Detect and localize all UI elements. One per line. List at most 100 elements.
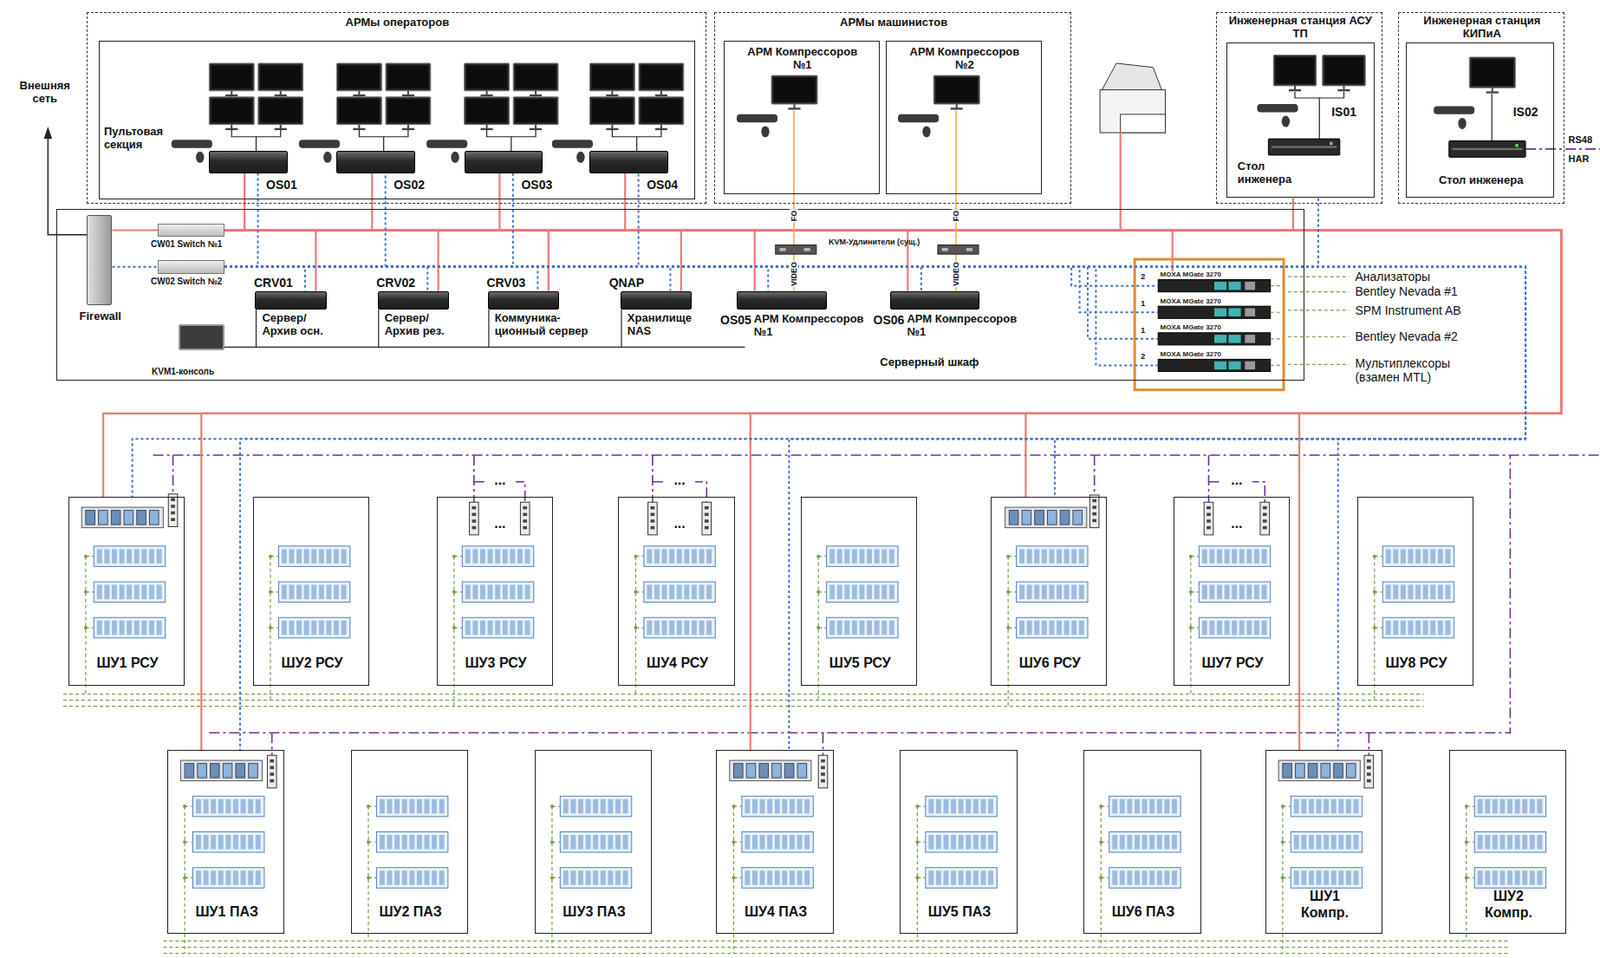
- io-slot: [97, 620, 103, 635]
- io-slot: [774, 799, 781, 814]
- io-slot: [1477, 870, 1483, 885]
- io-slot: [203, 834, 209, 849]
- node-label: KVM1-консоль: [151, 366, 254, 378]
- io-slot: [387, 870, 393, 885]
- io-slot: [318, 620, 325, 635]
- io-slot: [240, 870, 247, 885]
- monitor-stand: [357, 124, 360, 130]
- io-slot: [255, 870, 261, 885]
- comm-slot: [184, 763, 195, 778]
- io-slot: [247, 799, 254, 814]
- io-slot: [1400, 620, 1406, 635]
- monitor-screen: [1471, 58, 1514, 86]
- io-slot: [1415, 585, 1421, 599]
- gateway-body: [1157, 358, 1271, 371]
- io-slot: [1507, 799, 1513, 814]
- io-slot: [1529, 834, 1535, 849]
- connector: [224, 266, 670, 292]
- ground-wire: [84, 556, 86, 695]
- ground-dot: [633, 625, 638, 630]
- io-slot: [240, 834, 247, 849]
- io-slot: [141, 620, 147, 635]
- io-slot: [517, 585, 523, 599]
- monitor-stand: [1294, 85, 1296, 91]
- io-slot: [669, 585, 675, 599]
- node-label: АРМы машинистов: [715, 16, 1073, 30]
- io-slot: [752, 799, 758, 814]
- io-slot: [97, 585, 103, 599]
- ground-dot: [1099, 875, 1103, 879]
- io-slot: [1300, 870, 1307, 885]
- node-label: АРМ Компрессоров №1: [745, 45, 859, 72]
- ground-dot: [268, 625, 273, 630]
- mouse: [922, 125, 931, 137]
- io-slot: [1385, 548, 1392, 563]
- cabinet-box: ШУ6 РСУ: [990, 496, 1107, 686]
- io-slot: [699, 620, 705, 635]
- io-slot: [1423, 585, 1429, 599]
- io-slot: [1254, 620, 1260, 635]
- free-label: 1: [1140, 325, 1153, 335]
- io-slot: [233, 799, 239, 814]
- io-slot: [859, 585, 866, 599]
- monitor-screen: [773, 77, 815, 102]
- free-label: 2: [1140, 272, 1153, 281]
- connector: [224, 266, 768, 292]
- io-slot: [866, 585, 872, 599]
- io-slot: [1048, 620, 1054, 635]
- io-slot: [203, 870, 209, 885]
- io-slot: [592, 870, 599, 885]
- server-unit: OS04: [589, 150, 669, 174]
- io-slot: [570, 870, 576, 885]
- connector: [224, 229, 1561, 750]
- gateway-port: [1228, 308, 1241, 317]
- io-slot: [126, 548, 132, 563]
- io-slot: [225, 834, 231, 849]
- io-slot: [1164, 870, 1170, 885]
- io-slot: [1430, 585, 1436, 599]
- io-slot: [311, 548, 317, 563]
- panel-box: Пультовая секцияOS01OS02OS03OS04: [98, 40, 696, 199]
- io-slot: [1536, 870, 1542, 885]
- ground-wire: [1373, 556, 1375, 701]
- cabinet-box: ШУ2 РСУ: [253, 496, 370, 686]
- free-label: HAR: [1568, 153, 1600, 165]
- io-slot: [1209, 548, 1215, 563]
- comm-module: [1005, 507, 1087, 528]
- free-label: ...: [663, 515, 695, 532]
- io-slot: [1119, 834, 1126, 849]
- transceiver-port: [522, 526, 527, 530]
- ground-dot: [452, 625, 456, 630]
- ground-bus: [63, 693, 1424, 695]
- transceiver-port: [1206, 519, 1211, 523]
- io-slot: [1149, 834, 1155, 849]
- io-slot: [1408, 585, 1414, 599]
- cabinet-box: ШУ1 РСУ: [68, 496, 185, 686]
- node-label: OS02: [393, 177, 435, 192]
- io-slot: [646, 585, 652, 599]
- io-slot: [615, 799, 621, 814]
- ground-dot: [550, 875, 554, 879]
- transceiver-port: [269, 772, 274, 776]
- node-label: ШУ5 РСУ: [801, 655, 918, 671]
- io-slot: [1392, 620, 1399, 635]
- io-slot: [439, 799, 445, 814]
- lan-link: [112, 266, 159, 268]
- arrowhead: [44, 126, 53, 139]
- keyboard: [736, 114, 778, 123]
- io-slot: [281, 548, 287, 563]
- io-slot: [1071, 585, 1077, 599]
- monitor-screen: [466, 65, 508, 89]
- cabinet-box: ШУ5 РСУ: [800, 496, 918, 686]
- io-slot: [296, 585, 302, 599]
- io-slot: [394, 834, 400, 849]
- keyboard: [897, 114, 939, 123]
- io-slot: [781, 870, 787, 885]
- printer-paper: [1120, 114, 1166, 133]
- node-label: MOXA MGate 3270: [1160, 350, 1263, 358]
- io-slot: [1112, 799, 1118, 814]
- ground-wire: [551, 806, 553, 947]
- io-slot: [1353, 799, 1360, 814]
- io-rack: [461, 546, 534, 567]
- io-slot: [494, 585, 501, 599]
